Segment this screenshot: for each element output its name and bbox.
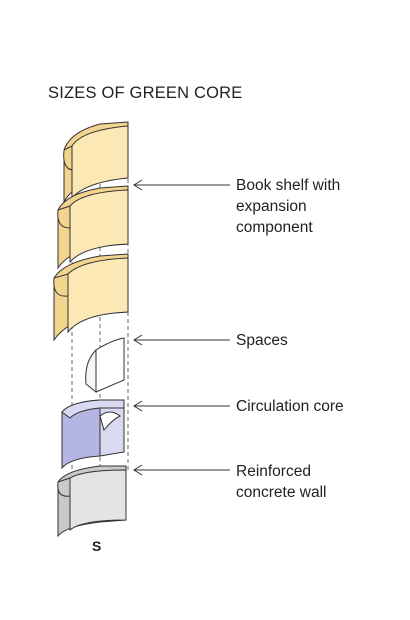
shell-lip bbox=[57, 205, 71, 229]
shell-inner-face bbox=[71, 125, 129, 200]
label-circulation: Circulation core bbox=[236, 398, 344, 415]
label-bookshelf-line3: component bbox=[236, 219, 313, 236]
arrow-head-circulation bbox=[133, 400, 143, 412]
bookshelf-shell-1 bbox=[63, 121, 129, 203]
arrow-head-bookshelf bbox=[133, 179, 143, 191]
label-bookshelf-line2: expansion bbox=[236, 198, 307, 215]
spaces-face bbox=[95, 337, 125, 393]
bookshelf-shell-2 bbox=[57, 185, 129, 270]
leader-arrows bbox=[133, 179, 230, 476]
arrow-head-spaces bbox=[133, 334, 143, 346]
label-spaces: Spaces bbox=[236, 332, 288, 349]
label-wall: Reinforced concrete wall bbox=[236, 461, 386, 503]
shell-lip bbox=[63, 145, 73, 171]
spaces-block bbox=[85, 337, 125, 394]
size-letter: S bbox=[92, 538, 102, 554]
diagram-title: SIZES OF GREEN CORE bbox=[48, 84, 243, 102]
concrete-wall bbox=[57, 465, 127, 538]
wall-inner-face bbox=[69, 469, 127, 532]
label-bookshelf: Book shelf with expansion component bbox=[236, 175, 386, 238]
spaces-curve bbox=[85, 348, 97, 394]
shell-inner-face bbox=[67, 257, 129, 334]
label-wall-line1: Reinforced bbox=[236, 463, 311, 480]
shell-lip bbox=[53, 273, 69, 297]
label-bookshelf-line1: Book shelf with bbox=[236, 177, 341, 194]
bookshelf-shell-3 bbox=[53, 253, 129, 342]
core-stair-curve bbox=[99, 411, 121, 432]
circulation-core bbox=[61, 399, 125, 470]
label-wall-line2: concrete wall bbox=[236, 484, 327, 501]
shell-inner-face bbox=[69, 189, 129, 264]
arrow-head-wall bbox=[133, 464, 143, 476]
wall-lip bbox=[57, 477, 71, 497]
